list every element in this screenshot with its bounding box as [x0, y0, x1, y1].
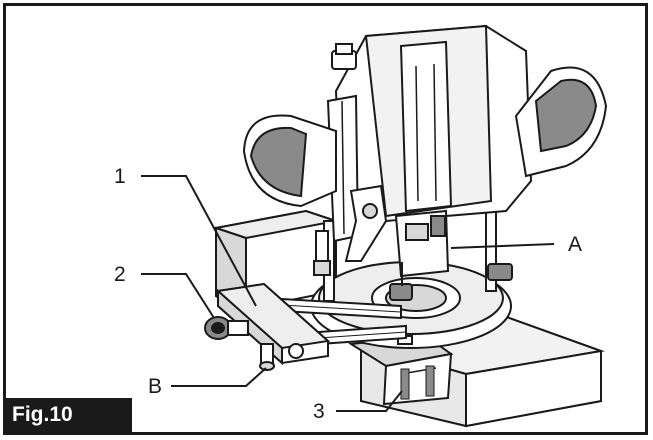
leader-line-A — [450, 243, 555, 249]
router-handles — [242, 66, 608, 208]
leader-lines — [141, 175, 555, 412]
callout-3: 3 — [313, 400, 325, 423]
router-body — [313, 24, 533, 302]
callout-2: 2 — [114, 263, 126, 286]
callout-A: A — [568, 233, 583, 256]
leader-line-1 — [141, 175, 257, 307]
figure-label: Fig.10 — [6, 398, 132, 432]
router-guide-illustration — [141, 24, 608, 428]
leader-line-3 — [336, 390, 403, 412]
callout-B: B — [148, 375, 163, 398]
figure-frame: 1 2 3 A B Fig.10 — [3, 3, 648, 435]
callout-1: 1 — [114, 165, 126, 188]
leader-line-2 — [141, 273, 215, 319]
straight-guide-bracket — [204, 282, 331, 371]
leader-line-B — [171, 367, 267, 387]
